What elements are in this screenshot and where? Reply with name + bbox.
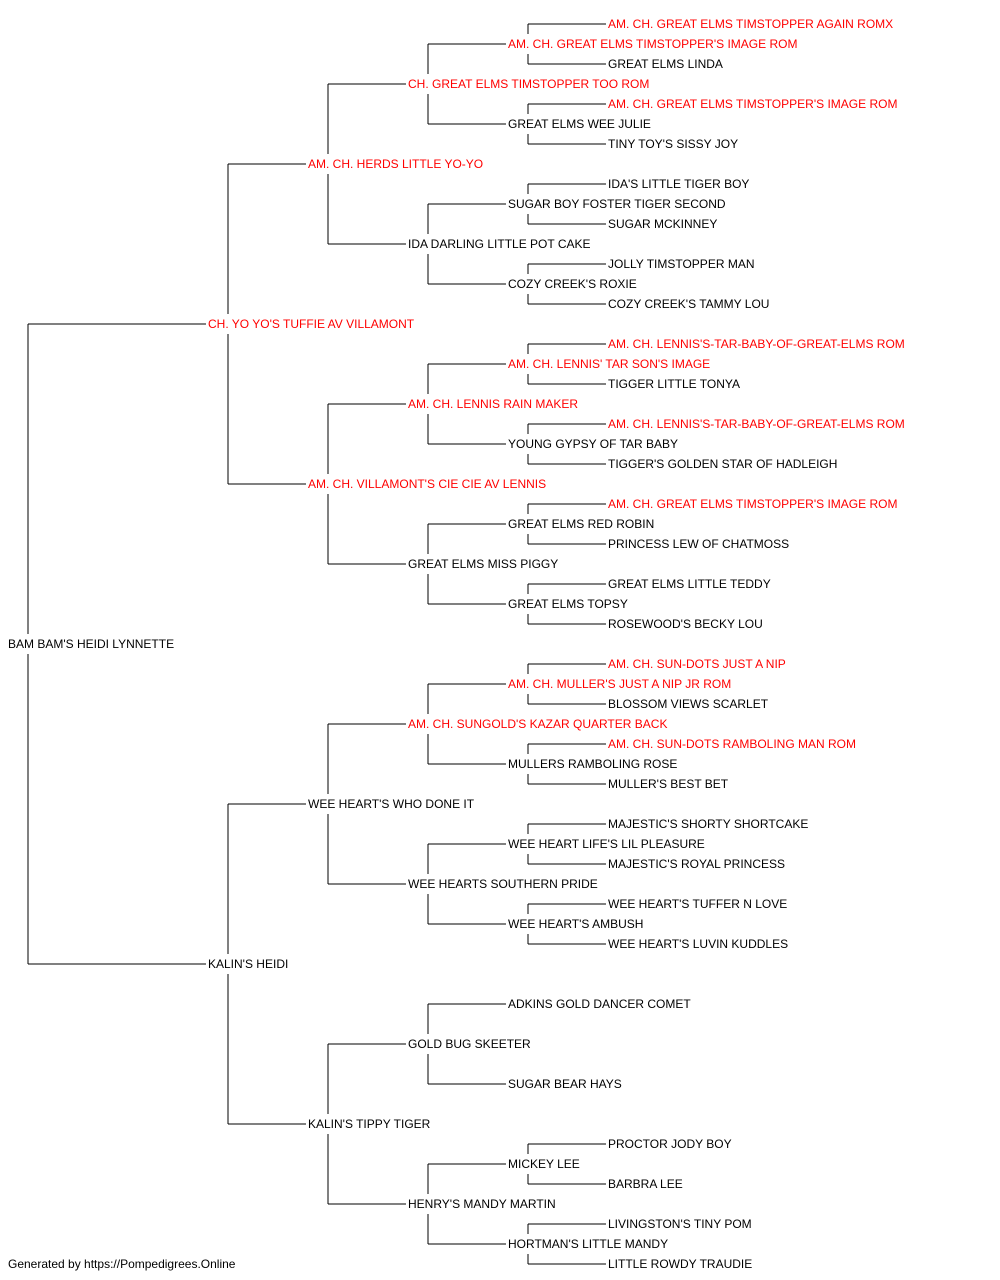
ggg-grandparent-name: MAJESTIC'S SHORTY SHORTCAKE (608, 817, 809, 831)
ggg-grandparent-name: WEE HEART'S LUVIN KUDDLES (608, 937, 789, 951)
ggg-grandparent-name: AM. CH. GREAT ELMS TIMSTOPPER'S IMAGE RO… (608, 97, 898, 111)
gg-grandparent-name: WEE HEART LIFE'S LIL PLEASURE (508, 837, 705, 851)
ggg-grandparent-name: GREAT ELMS LITTLE TEDDY (608, 577, 771, 591)
gg-grandparent-name: GREAT ELMS WEE JULIE (508, 117, 651, 131)
grandparent-name: WEE HEART'S WHO DONE IT (308, 797, 475, 811)
gg-grandparent-name: MICKEY LEE (508, 1157, 580, 1171)
gg-grandparent-name: WEE HEART'S AMBUSH (508, 917, 644, 931)
gg-grandparent-name: MULLERS RAMBOLING ROSE (508, 757, 678, 771)
ggg-grandparent-name: BARBRA LEE (608, 1177, 683, 1191)
grandparent-name: KALIN'S TIPPY TIGER (308, 1117, 431, 1131)
ggg-grandparent-name: JOLLY TIMSTOPPER MAN (608, 257, 755, 271)
ggg-grandparent-name: COZY CREEK'S TAMMY LOU (608, 297, 770, 311)
gg-grandparent-name: GREAT ELMS RED ROBIN (508, 517, 655, 531)
ggg-grandparent-name: GREAT ELMS LINDA (608, 57, 723, 71)
ggg-grandparent-name: TINY TOY'S SISSY JOY (608, 137, 739, 151)
ggg-grandparent-name: TIGGER'S GOLDEN STAR OF HADLEIGH (608, 457, 838, 471)
ggg-grandparent-name: AM. CH. SUN-DOTS JUST A NIP (608, 657, 786, 671)
ggg-grandparent-name: AM. CH. GREAT ELMS TIMSTOPPER'S IMAGE RO… (608, 497, 898, 511)
gg-grandparent-name: AM. CH. MULLER'S JUST A NIP JR ROM (508, 677, 732, 691)
gg-grandparent-name: AM. CH. LENNIS' TAR SON'S IMAGE (508, 357, 711, 371)
gg-grandparent-name: YOUNG GYPSY OF TAR BABY (508, 437, 679, 451)
ggg-grandparent-name: PROCTOR JODY BOY (608, 1137, 732, 1151)
great-grandparent-name: WEE HEARTS SOUTHERN PRIDE (408, 877, 598, 891)
parent-name: CH. YO YO'S TUFFIE AV VILLAMONT (208, 317, 415, 331)
great-grandparent-name: IDA DARLING LITTLE POT CAKE (408, 237, 591, 251)
ggg-grandparent-name: AM. CH. SUN-DOTS RAMBOLING MAN ROM (608, 737, 857, 751)
ggg-grandparent-name: MULLER'S BEST BET (608, 777, 729, 791)
parent-name: KALIN'S HEIDI (208, 957, 289, 971)
ggg-grandparent-name: MAJESTIC'S ROYAL PRINCESS (608, 857, 785, 871)
ggg-grandparent-name: AM. CH. GREAT ELMS TIMSTOPPER AGAIN ROMX (608, 17, 894, 31)
generated-by-footer: Generated by https://Pompedigrees.Online (8, 1257, 236, 1271)
ggg-grandparent-name: AM. CH. LENNIS'S-TAR-BABY-OF-GREAT-ELMS … (608, 417, 905, 431)
gg-grandparent-name: AM. CH. GREAT ELMS TIMSTOPPER'S IMAGE RO… (508, 37, 798, 51)
ggg-grandparent-name: SUGAR MCKINNEY (608, 217, 718, 231)
ggg-grandparent-name: LITTLE ROWDY TRAUDIE (608, 1257, 753, 1271)
gg-grandparent-name: GREAT ELMS TOPSY (508, 597, 628, 611)
gg-grandparent-name: COZY CREEK'S ROXIE (508, 277, 637, 291)
great-grandparent-name: HENRY'S MANDY MARTIN (408, 1197, 556, 1211)
great-grandparent-name: AM. CH. SUNGOLD'S KAZAR QUARTER BACK (408, 717, 668, 731)
gg-grandparent-name: SUGAR BEAR HAYS (508, 1077, 622, 1091)
great-grandparent-name: GREAT ELMS MISS PIGGY (408, 557, 559, 571)
ggg-grandparent-name: AM. CH. LENNIS'S-TAR-BABY-OF-GREAT-ELMS … (608, 337, 905, 351)
great-grandparent-name: GOLD BUG SKEETER (408, 1037, 531, 1051)
grandparent-name: AM. CH. VILLAMONT'S CIE CIE AV LENNIS (308, 477, 547, 491)
dog-name: BAM BAM'S HEIDI LYNNETTE (8, 637, 175, 651)
gg-grandparent-name: ADKINS GOLD DANCER COMET (508, 997, 691, 1011)
ggg-grandparent-name: IDA'S LITTLE TIGER BOY (608, 177, 750, 191)
ggg-grandparent-name: PRINCESS LEW OF CHATMOSS (608, 537, 790, 551)
great-grandparent-name: AM. CH. LENNIS RAIN MAKER (408, 397, 579, 411)
ggg-grandparent-name: LIVINGSTON'S TINY POM (608, 1217, 752, 1231)
grandparent-name: AM. CH. HERDS LITTLE YO-YO (308, 157, 484, 171)
ggg-grandparent-name: ROSEWOOD'S BECKY LOU (608, 617, 763, 631)
ggg-grandparent-name: TIGGER LITTLE TONYA (608, 377, 741, 391)
ggg-grandparent-name: WEE HEART'S TUFFER N LOVE (608, 897, 788, 911)
great-grandparent-name: CH. GREAT ELMS TIMSTOPPER TOO ROM (408, 77, 650, 91)
gg-grandparent-name: HORTMAN'S LITTLE MANDY (508, 1237, 669, 1251)
ggg-grandparent-name: BLOSSOM VIEWS SCARLET (608, 697, 769, 711)
gg-grandparent-name: SUGAR BOY FOSTER TIGER SECOND (508, 197, 726, 211)
